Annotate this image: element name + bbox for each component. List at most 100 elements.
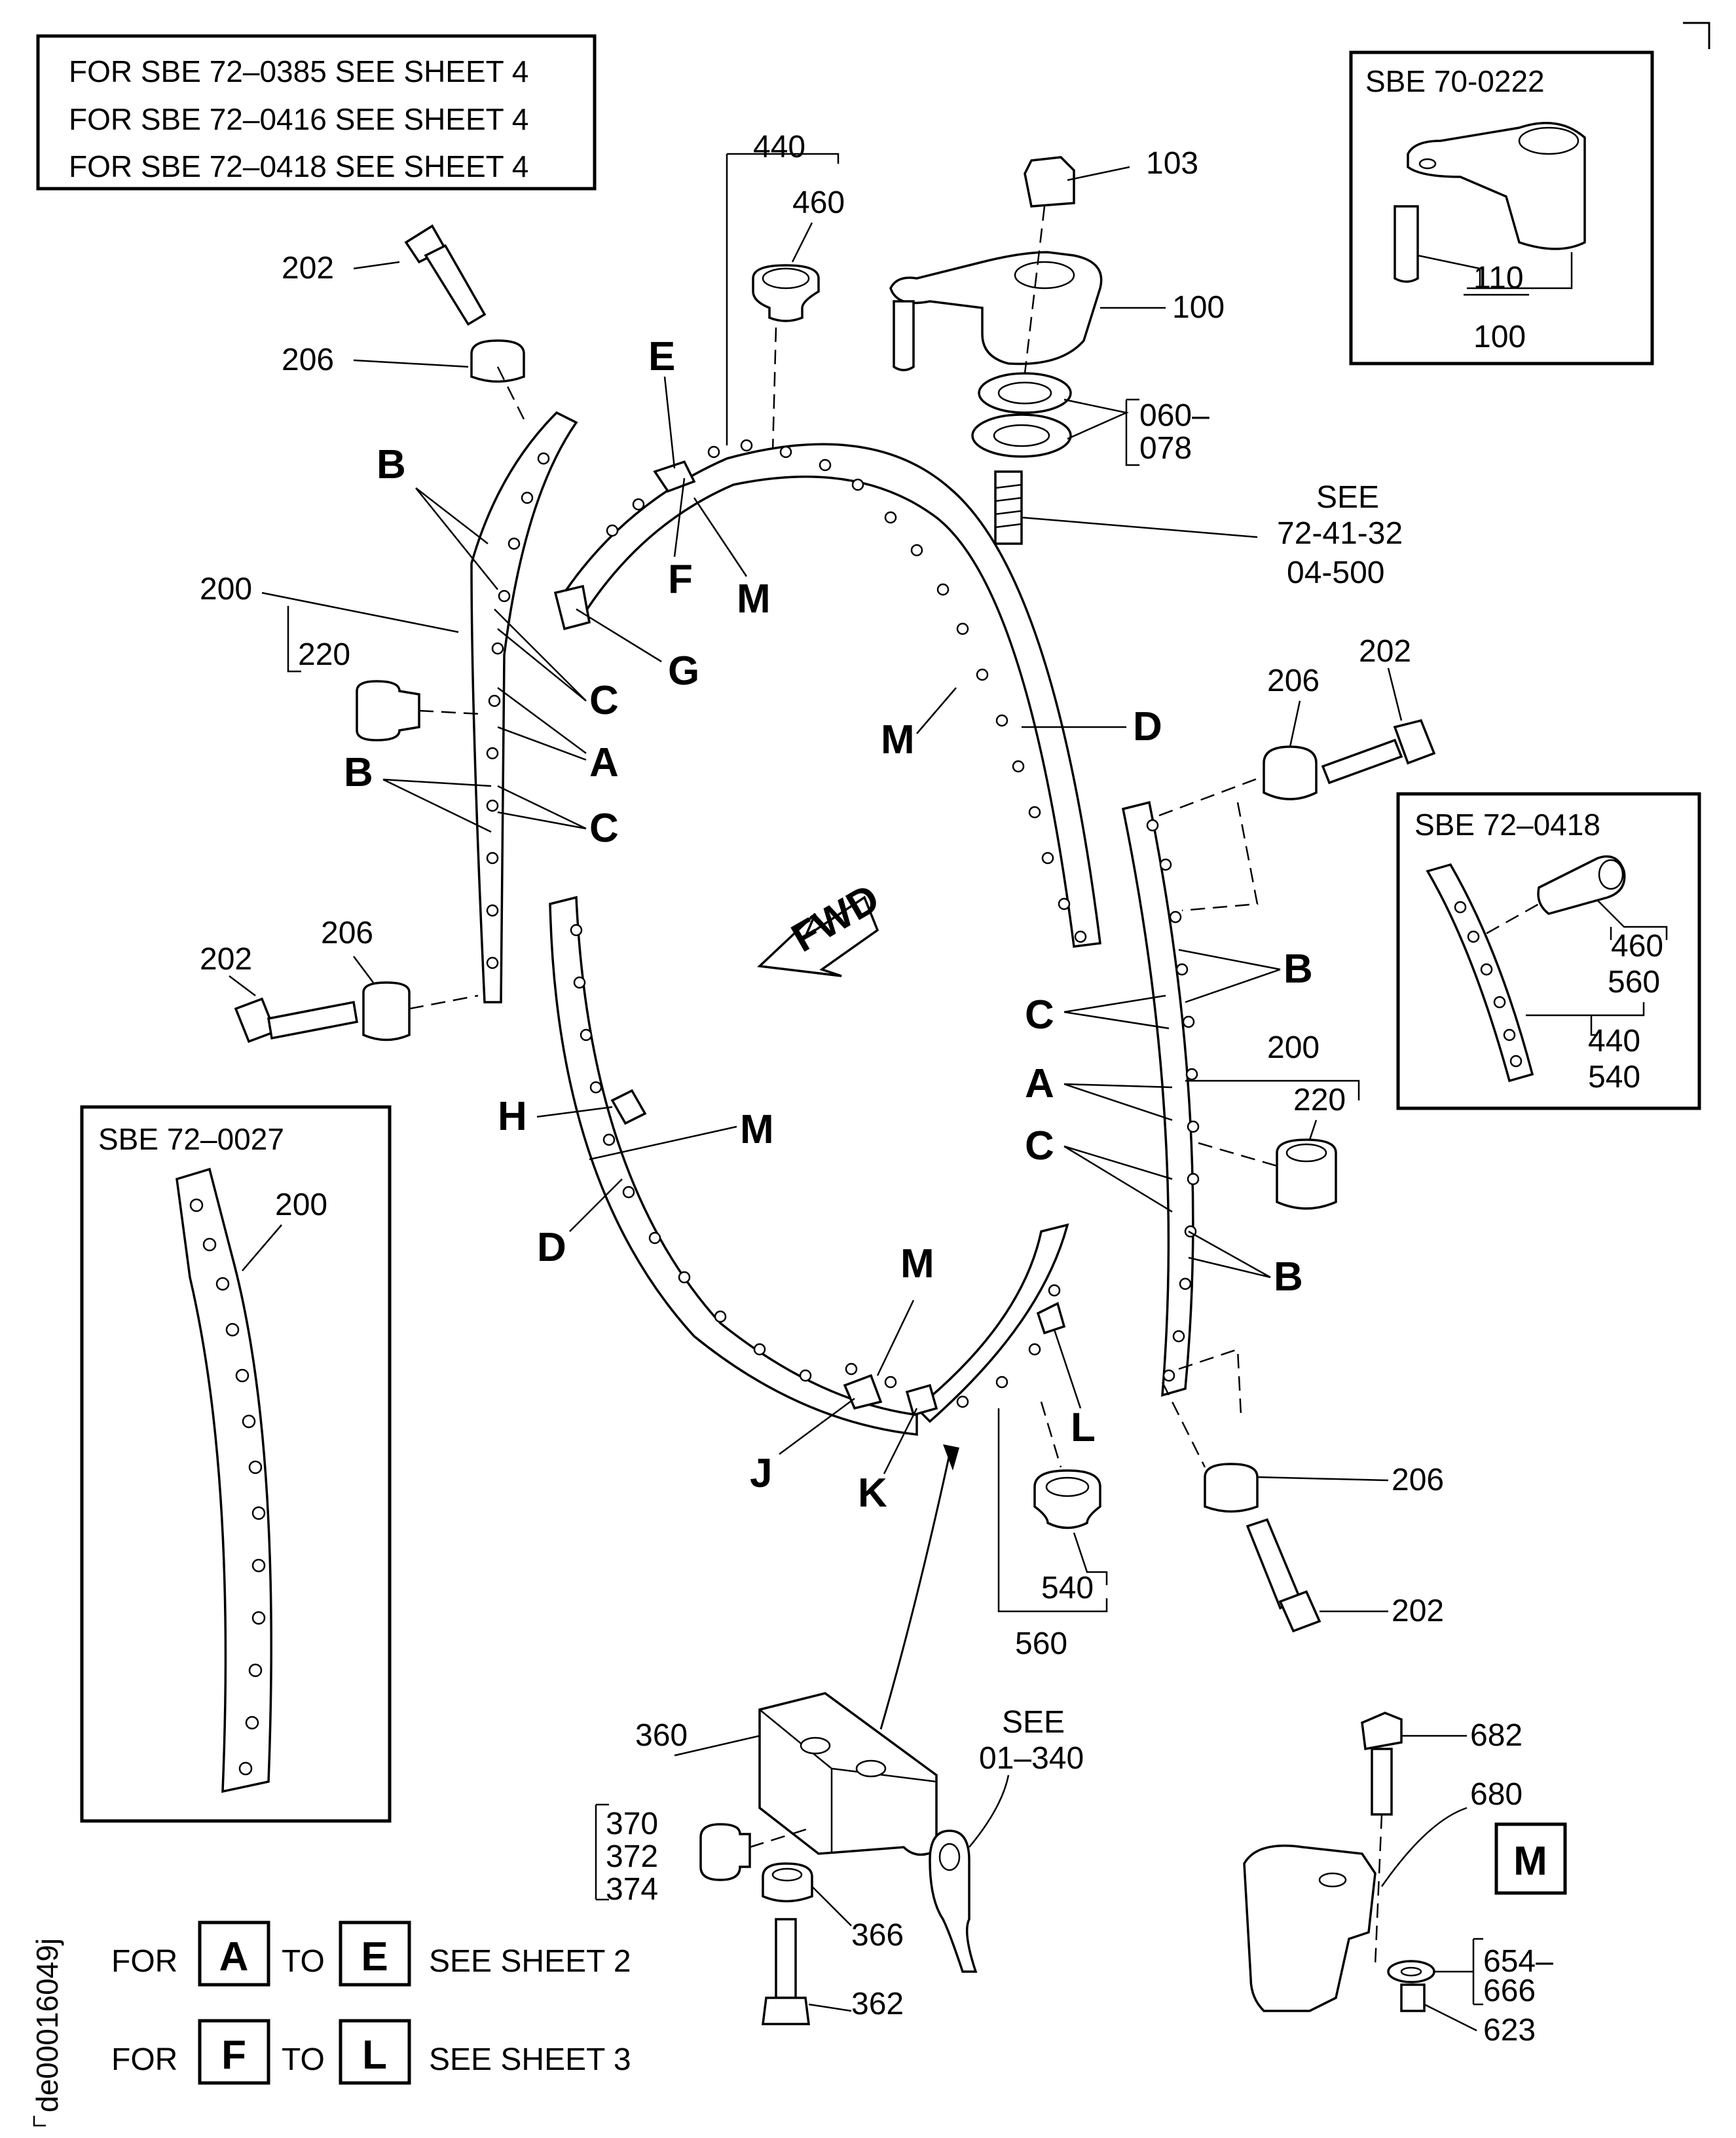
bushing-460-top: 440 460: [726, 130, 845, 453]
label-200-a: 200: [200, 572, 252, 607]
note-line-3: FOR SBE 72–0418 SEE SHEET 4: [69, 149, 528, 183]
letter-E: E: [648, 334, 675, 379]
bushing-206-d: [1204, 1463, 1259, 1513]
label-202-c: 202: [1359, 634, 1411, 669]
label-654: 654–: [1483, 1944, 1553, 1979]
letter-A1: A: [589, 740, 619, 785]
corner-mark: [1683, 22, 1710, 49]
upper-ring-segment: [553, 439, 1101, 948]
legend-to-2: TO: [282, 2042, 325, 2077]
label-206-b: 206: [321, 916, 373, 950]
inset-segment: [1426, 863, 1534, 1083]
threaded-rod: [994, 470, 1023, 545]
label-206-a: 206: [282, 343, 334, 377]
fitting-L: [1036, 1302, 1066, 1335]
bolt-202-head-c: [1393, 719, 1436, 765]
letter-B2: B: [344, 750, 373, 795]
label-100: 100: [1172, 290, 1225, 325]
letter-G: G: [668, 648, 699, 694]
ring-holes-lower: [570, 924, 1061, 1408]
bolt-682-shank: [1371, 1748, 1393, 1816]
label-206-c: 206: [1267, 664, 1320, 698]
legend-to-1: TO: [282, 1944, 325, 1979]
lower-right-ring-segment: [915, 1223, 1069, 1423]
label-078: 078: [1139, 431, 1192, 466]
inset-title: SBE 72–0418: [1414, 808, 1600, 842]
inset-segment: [175, 1167, 272, 1793]
legend-letter-E: E: [361, 1934, 388, 1979]
bushing-220-a: [356, 680, 420, 741]
inset-label-560: 560: [1608, 965, 1660, 1000]
bushing-370: [699, 1823, 751, 1881]
label-370: 370: [606, 1807, 658, 1841]
bolt-202-shank-c: [1321, 738, 1403, 785]
bushing-540: 540 560: [997, 1401, 1108, 1661]
forward-arrow: FWD: [757, 876, 887, 977]
ring-holes-upper: [606, 439, 1087, 943]
rod-end-link: [929, 1829, 978, 1973]
letter-B1: B: [377, 442, 406, 487]
legend-see-sheet-3: SEE SHEET 3: [429, 2042, 631, 2077]
reference-letters: E F M G M D B C A B C B C A C B H M D: [344, 334, 1313, 1516]
bracket-360: [758, 1692, 938, 1856]
letter-J: J: [750, 1451, 772, 1496]
label-202-b: 202: [200, 942, 252, 977]
inset-label-200: 200: [275, 1188, 327, 1222]
pin-part: [1394, 205, 1419, 283]
label-100-inset: 100: [1473, 320, 1526, 354]
label-560: 560: [1015, 1626, 1067, 1661]
right-segment-holes: [1146, 819, 1200, 1382]
detail-m-tag: M: [1513, 1839, 1547, 1884]
inset-title: SBE 70-0222: [1365, 64, 1545, 98]
letter-D2: D: [537, 1225, 566, 1270]
arm-pin-hole: [1418, 158, 1437, 170]
legend-letter-L: L: [362, 2033, 387, 2078]
lower-left-ring-segment: [549, 895, 1069, 1436]
bolt-202-shank-d: [1246, 1518, 1302, 1610]
bushing-206-c: [1263, 745, 1318, 800]
screw-623: [1400, 1983, 1426, 2012]
letter-B4: B: [1274, 1254, 1303, 1300]
see-ref-3: 04-500: [1287, 555, 1384, 590]
bushing-206-a: [470, 339, 525, 383]
label-202-d: 202: [1392, 1594, 1444, 1628]
detail-m-tag-frame: [1494, 1822, 1567, 1895]
rod-end-assembly: 103 100 060– 078 SEE 72-41-32 04-500: [889, 146, 1403, 590]
label-362: 362: [851, 1987, 904, 2021]
letter-H: H: [498, 1094, 527, 1139]
note-line-2: FOR SBE 72–0416 SEE SHEET 4: [69, 102, 528, 136]
fitting-G: [553, 584, 591, 631]
bolt-202-head-d: [1278, 1590, 1321, 1633]
label-206-d: 206: [1392, 1463, 1444, 1497]
lever-pin: [893, 300, 915, 371]
label-680: 680: [1470, 1777, 1523, 1812]
detail-m-assembly: 682 680 654– 666 623 M: [1243, 1712, 1567, 2048]
right-segment: 206 202 200 220 206 202: [1121, 634, 1444, 1633]
arrow-curve: [879, 1453, 951, 1730]
inset-sbe-72-0027: SBE 72–0027 200: [80, 1105, 392, 1823]
see-ref-2: 72-41-32: [1277, 516, 1403, 551]
letter-A2: A: [1025, 1061, 1054, 1106]
letter-L: L: [1071, 1405, 1096, 1450]
bolt-202-shank-a: [424, 244, 487, 326]
letter-B3: B: [1284, 947, 1313, 992]
see-ref-5: 01–340: [979, 1741, 1084, 1776]
letter-C4: C: [1025, 1123, 1054, 1169]
label-682: 682: [1470, 1718, 1523, 1753]
inset-leaders: [1417, 252, 1573, 290]
label-220-a: 220: [298, 637, 350, 672]
inset-title: SBE 72–0027: [98, 1122, 284, 1156]
label-220-b: 220: [1293, 1083, 1346, 1117]
drawing-id: de00016049j: [30, 1938, 64, 2112]
see-ref-4: SEE: [1002, 1705, 1065, 1740]
label-366: 366: [851, 1918, 904, 1953]
inset-frame: [1349, 50, 1654, 366]
bolt-362-head: [762, 1997, 810, 2025]
legend-letter-A: A: [219, 1934, 249, 1979]
inset-sbe-70-0222: SBE 70-0222 110 100: [1349, 50, 1654, 366]
letter-M3: M: [740, 1107, 774, 1152]
inset-frame: [1396, 792, 1701, 1110]
bolt-362-shank: [775, 1918, 797, 1999]
